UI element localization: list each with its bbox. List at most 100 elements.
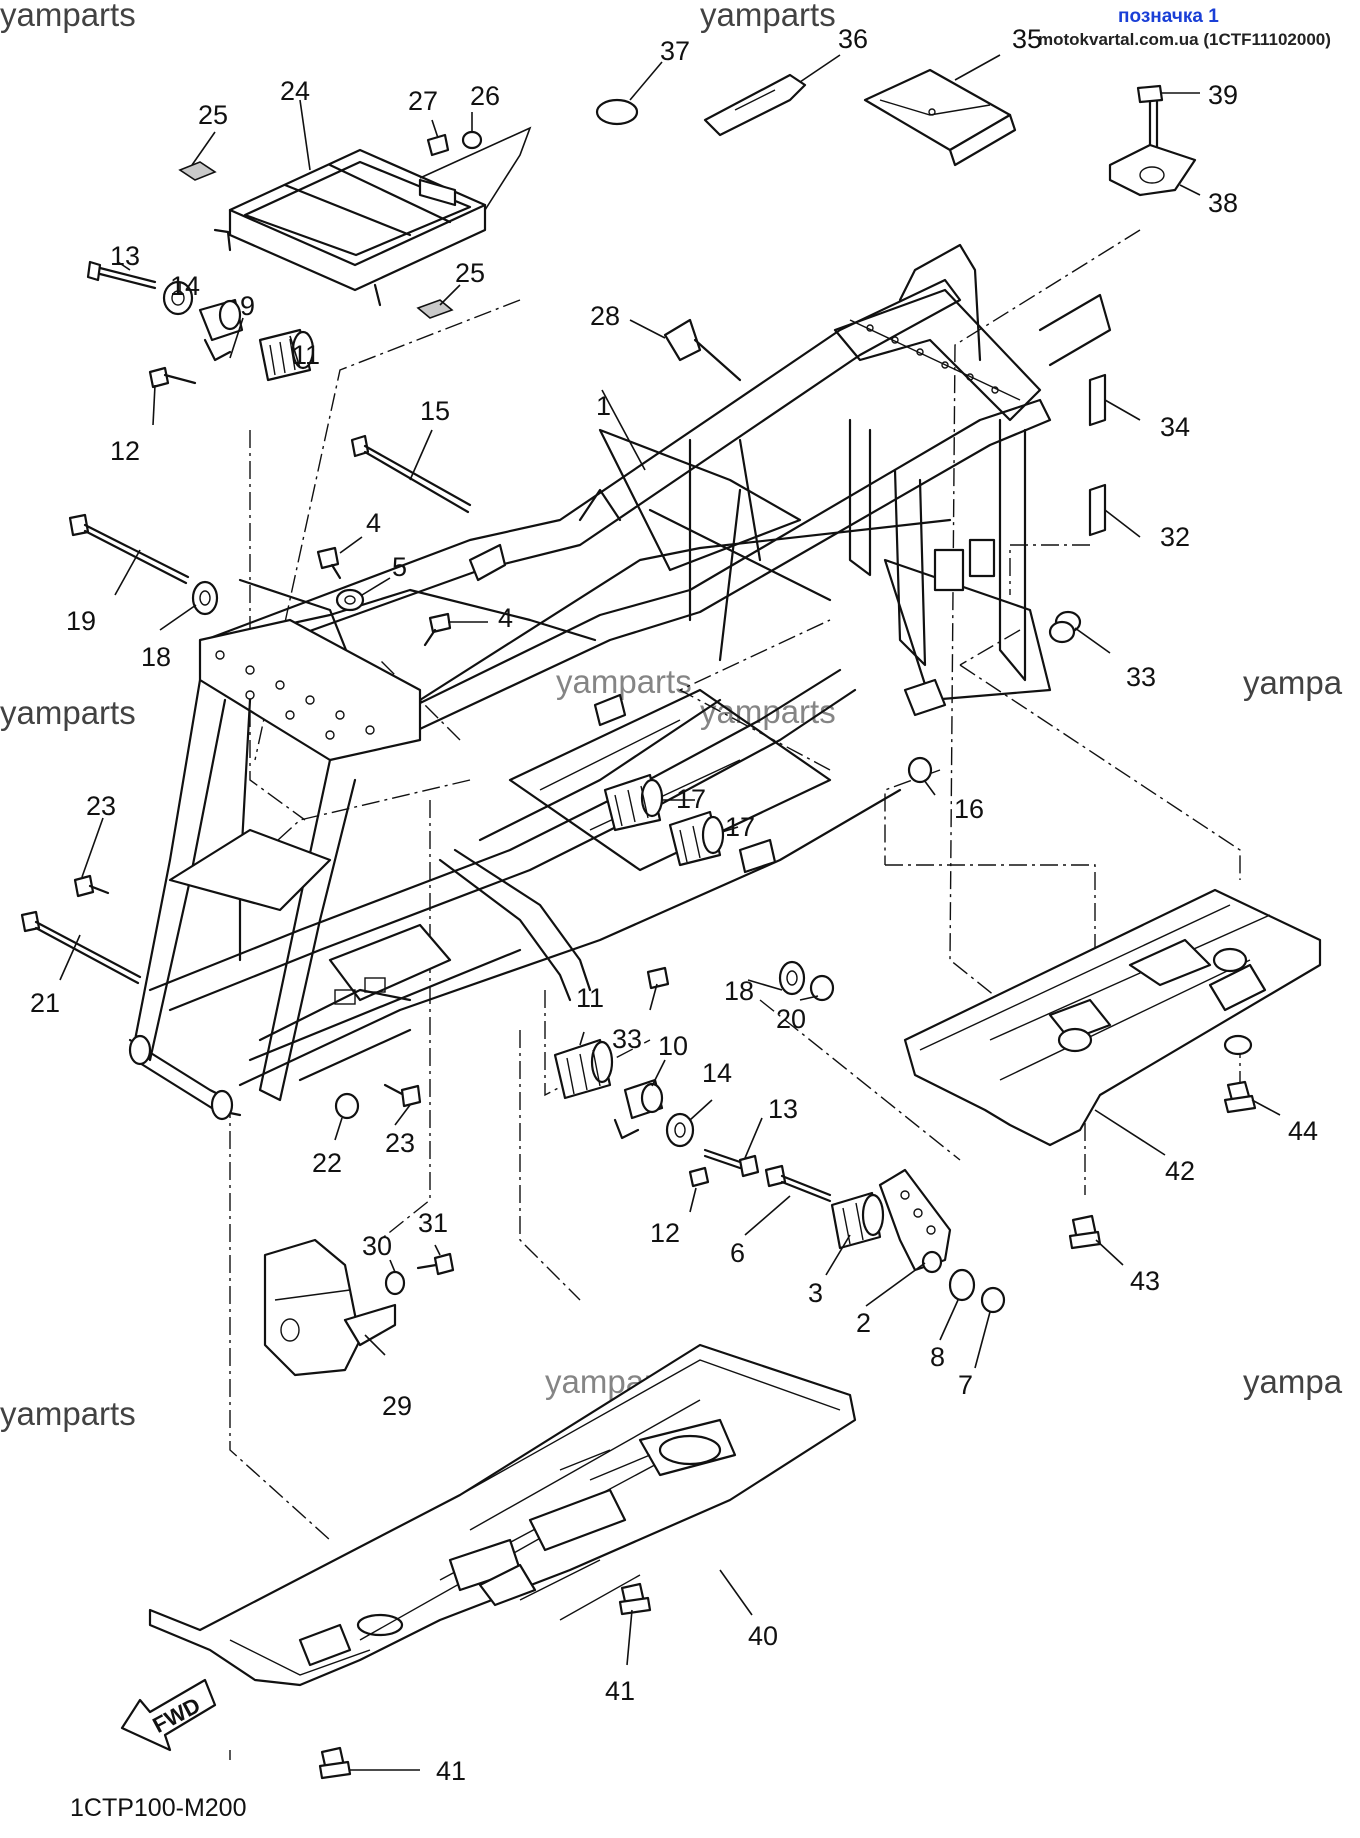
callout-11-right: 11 [576, 983, 604, 1013]
callout-8: 8 [930, 1342, 945, 1372]
callout-33-lower: 33 [612, 1024, 642, 1054]
skid-plate-40 [148, 1343, 857, 1687]
callout-36: 36 [838, 24, 868, 54]
bolt-6 [764, 1164, 832, 1203]
skid-plate-42 [903, 888, 1322, 1147]
bolt-23-lower [383, 1083, 422, 1108]
callout-28: 28 [590, 301, 620, 331]
callout-42: 42 [1165, 1156, 1195, 1186]
callout-43: 43 [1130, 1266, 1160, 1296]
callout-25-upper: 25 [198, 100, 228, 130]
washer-14-right [665, 1112, 695, 1148]
bushing-3 [830, 1191, 885, 1250]
tab-25-upper [178, 161, 217, 181]
nut-16 [907, 756, 933, 784]
fwd-arrow-icon: FWD [120, 1678, 217, 1752]
callouts: 1 2 3 4 4 5 6 7 8 9 10 11 11 12 12 13 13… [30, 24, 1318, 1786]
tool-bag-35 [863, 68, 1017, 167]
nut-7 [980, 1286, 1006, 1314]
watermark: yamparts [556, 663, 692, 700]
bolt-41-lower [318, 1746, 352, 1780]
callout-18-right: 18 [724, 976, 754, 1006]
callout-22: 22 [312, 1148, 342, 1178]
callout-38: 38 [1208, 188, 1238, 218]
callout-23-upper: 23 [86, 791, 116, 821]
assembly-lines [229, 229, 1241, 1760]
callout-26: 26 [470, 81, 500, 111]
bushing-17-lower [668, 810, 725, 867]
header-reference: motokvartal.com.ua (1CTF11102000) [1038, 30, 1331, 49]
callout-4-upper: 4 [366, 508, 381, 538]
bushing-17-upper [603, 773, 664, 832]
callout-9: 9 [240, 291, 255, 321]
callout-33-upper: 33 [1126, 662, 1156, 692]
callout-14-right: 14 [702, 1058, 732, 1088]
watermark: yamparts [700, 693, 836, 730]
watermark: yampa [1243, 664, 1343, 701]
label-32 [1088, 483, 1107, 537]
bolt-31 [416, 1252, 455, 1276]
seat-frame-24 [213, 148, 487, 307]
callout-31: 31 [418, 1208, 448, 1238]
callout-30: 30 [362, 1231, 392, 1261]
callout-4-lower: 4 [498, 603, 513, 633]
clip-27 [426, 133, 450, 157]
bracket-10 [613, 1078, 664, 1140]
callout-14-left: 14 [170, 271, 200, 301]
washer-5 [335, 588, 365, 612]
washer-14-left [162, 280, 194, 316]
callout-39: 39 [1208, 80, 1238, 110]
header-label: позначка 1 [1118, 6, 1219, 27]
tool-36 [703, 73, 807, 137]
callout-18-left: 18 [141, 642, 171, 672]
tab-25-lower [416, 299, 454, 319]
watermark: yampa [1243, 1363, 1343, 1400]
bolt-21 [20, 910, 142, 985]
callout-7: 7 [958, 1370, 973, 1400]
nut-22 [334, 1092, 360, 1120]
watermark: yamparts [700, 0, 836, 33]
callout-2: 2 [856, 1308, 871, 1338]
callout-34: 34 [1160, 412, 1190, 442]
main-frame [128, 243, 1112, 1121]
bolt-33-lower [646, 966, 670, 990]
callout-40: 40 [748, 1621, 778, 1651]
callout-12-right: 12 [650, 1218, 680, 1248]
callout-10: 10 [658, 1031, 688, 1061]
callout-41-center: 41 [605, 1676, 635, 1706]
callout-25-lower: 25 [455, 258, 485, 288]
washer-30 [384, 1270, 406, 1296]
callout-3: 3 [808, 1278, 823, 1308]
callout-21: 21 [30, 988, 60, 1018]
callout-16: 16 [954, 794, 984, 824]
washer-18-left [191, 580, 219, 616]
bolt-13-left [86, 260, 157, 290]
callout-41-lower: 41 [436, 1756, 466, 1786]
callout-19: 19 [66, 606, 96, 636]
callout-29: 29 [382, 1391, 412, 1421]
callout-20: 20 [776, 1004, 806, 1034]
bolt-13-right [703, 1148, 760, 1178]
bracket-2 [878, 1168, 952, 1274]
bracket-9 [198, 298, 244, 362]
callout-17-upper: 17 [676, 784, 706, 814]
callout-44: 44 [1288, 1116, 1318, 1146]
bolt-43 [1068, 1214, 1102, 1250]
bolt-39 [1136, 84, 1164, 152]
diagram-code: 1CTP100-M200 [70, 1794, 246, 1822]
callout-13-right: 13 [768, 1094, 798, 1124]
watermark: yamparts [0, 1395, 136, 1432]
bolt-41-center [618, 1582, 652, 1616]
guard-29 [263, 1238, 397, 1377]
bolt-19 [68, 513, 190, 585]
plug-33-upper [1048, 610, 1082, 644]
bushing-11-right [553, 1038, 614, 1100]
callout-13-left: 13 [110, 241, 140, 271]
callout-17-lower: 17 [725, 812, 755, 842]
washer-8 [948, 1268, 976, 1302]
callout-37: 37 [660, 36, 690, 66]
callout-23-lower: 23 [385, 1128, 415, 1158]
bolt-23-upper [73, 874, 110, 898]
leader-lines [59, 54, 1281, 1771]
nut-20 [809, 974, 835, 1002]
